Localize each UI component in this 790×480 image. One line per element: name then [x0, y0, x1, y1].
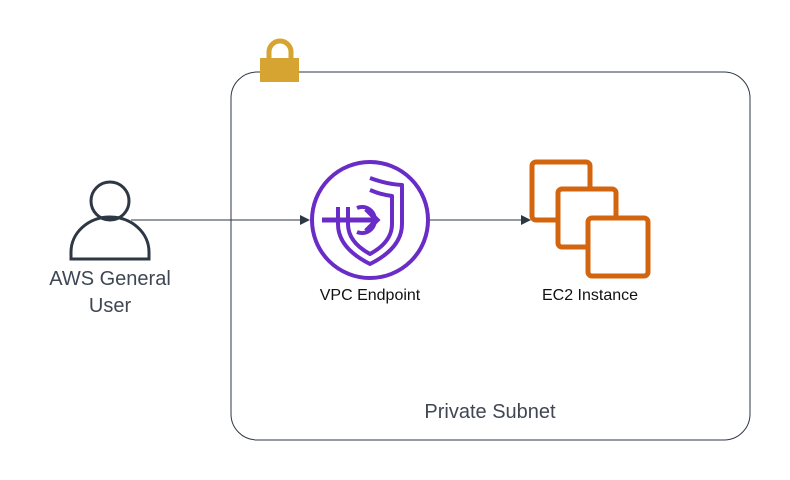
user-label-line2: User: [88, 295, 132, 317]
lock-icon: [260, 38, 299, 82]
vpc-endpoint-icon: [310, 160, 430, 280]
vpc-endpoint-label: VPC Endpoint: [319, 287, 421, 304]
ec2-instance-icon: [529, 159, 651, 279]
user-label-line1: AWS General: [49, 268, 171, 290]
ec2-instance-label: EC2 Instance: [541, 287, 639, 304]
user-label: AWS General User: [20, 266, 200, 320]
private-subnet-label: Private Subnet: [424, 401, 556, 423]
private-subnet-group: [230, 71, 751, 441]
user-icon: [69, 180, 151, 261]
